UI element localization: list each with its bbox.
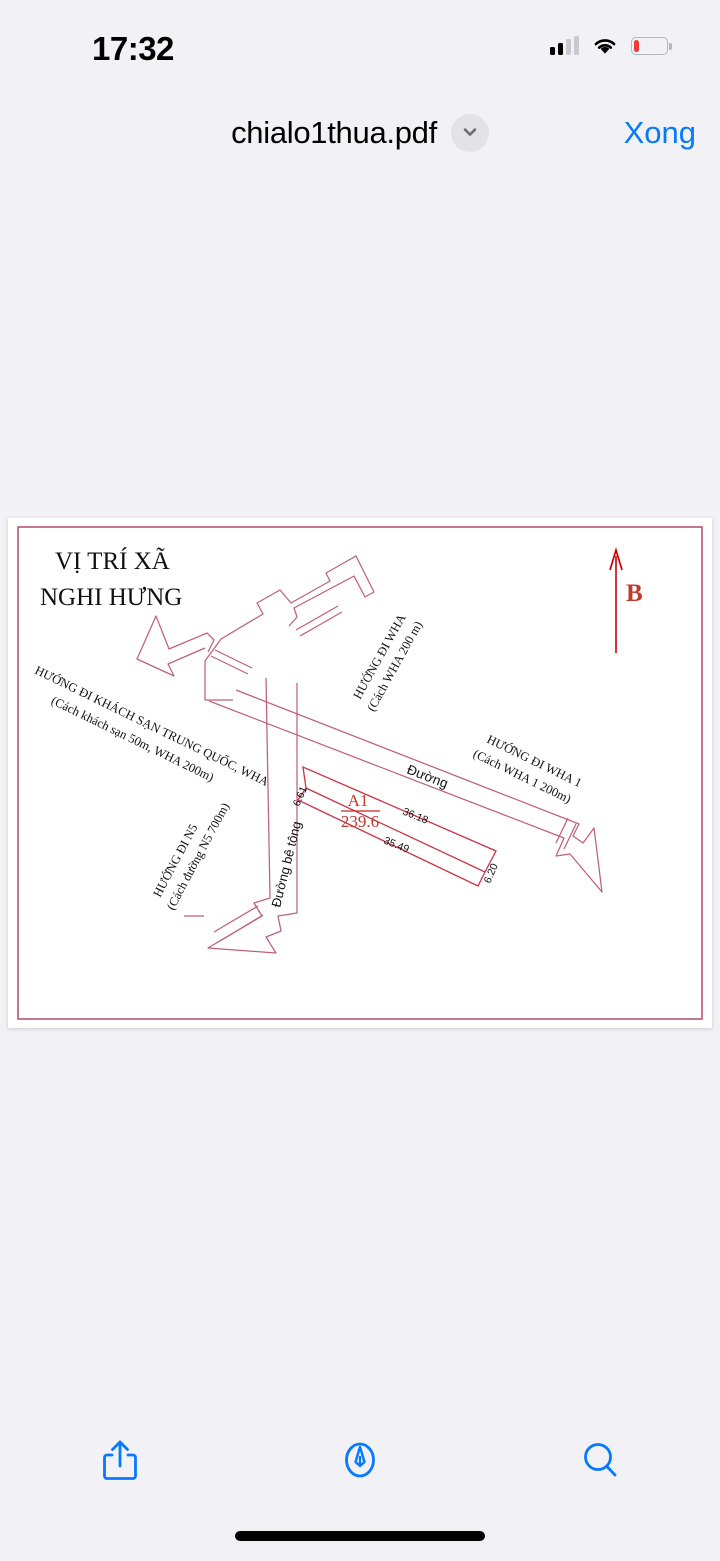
document-title-group: chialo1thua.pdf	[0, 92, 720, 174]
parcel-label-a1: A1 239.6	[341, 791, 380, 831]
markup-button[interactable]	[240, 1436, 480, 1487]
road-concrete-lines	[213, 905, 264, 942]
road-main-east	[208, 689, 603, 893]
status-bar: 17:32	[0, 0, 720, 92]
road-main-east-lines	[555, 817, 577, 850]
parcel-a1-boundary	[297, 765, 497, 887]
bottom-toolbar	[0, 1415, 720, 1507]
road-centerline-a	[295, 605, 339, 631]
parcel-id: A1	[348, 791, 369, 810]
pdf-page[interactable]: VỊ TRÍ XÃ NGHI HƯNG B HƯỚNG ĐI KHÁCH SẠN…	[8, 518, 712, 1028]
arrow-northwest	[136, 615, 215, 677]
nav-bar: chialo1thua.pdf Xong	[0, 92, 720, 174]
road-branch-north	[204, 555, 375, 701]
north-arrow	[609, 547, 623, 653]
chevron-down-icon	[461, 123, 479, 144]
arrow-northwest-lines	[210, 649, 253, 675]
parcel-area: 239.6	[341, 812, 379, 831]
drawing-title-line1: VỊ TRÍ XÃ	[55, 547, 170, 575]
done-button[interactable]: Xong	[623, 115, 696, 150]
document-options-button[interactable]	[450, 114, 489, 152]
road-concrete-southwest	[207, 677, 298, 954]
cadastral-map-drawing: VỊ TRÍ XÃ NGHI HƯNG B HƯỚNG ĐI KHÁCH SẠN…	[17, 526, 703, 1020]
status-indicators	[550, 36, 672, 55]
share-button[interactable]	[0, 1436, 240, 1487]
battery-low-icon	[631, 36, 672, 55]
north-marker-label: B	[626, 580, 643, 607]
search-icon	[577, 1436, 623, 1487]
page-title: chialo1thua.pdf	[231, 115, 437, 150]
road-network	[136, 555, 603, 954]
road-centerline-b	[299, 611, 343, 637]
drawing-frame	[17, 526, 703, 1020]
status-time: 17:32	[92, 30, 174, 67]
home-indicator	[235, 1531, 485, 1541]
wifi-icon	[592, 36, 618, 55]
search-button[interactable]	[480, 1436, 720, 1487]
drawing-title-line2: NGHI HƯNG	[40, 584, 182, 611]
cellular-bars-icon	[550, 36, 579, 55]
share-icon	[97, 1436, 143, 1487]
markup-pen-icon	[337, 1436, 383, 1487]
